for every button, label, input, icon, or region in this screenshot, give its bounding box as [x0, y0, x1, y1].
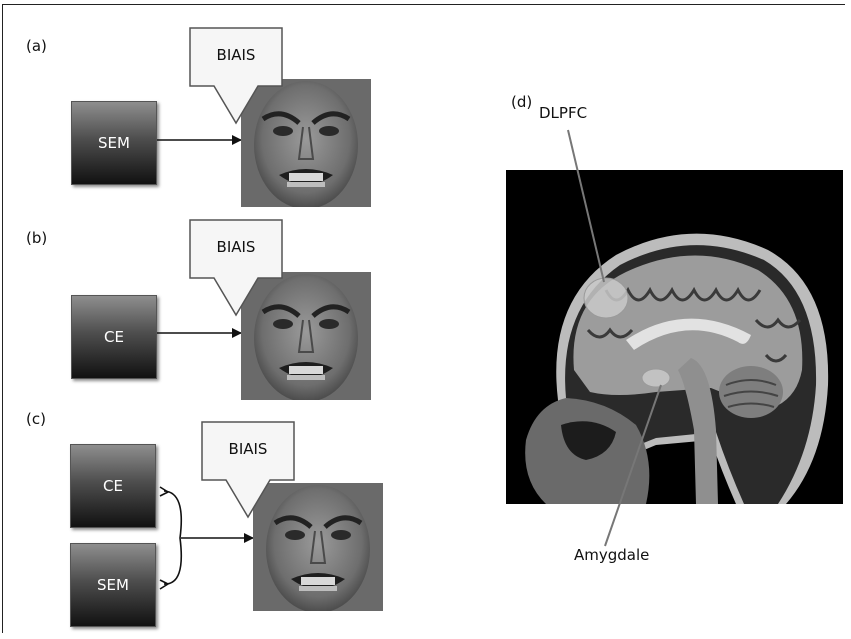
bias-label-b: BIAIS — [216, 238, 256, 256]
angry-face-image-a — [241, 79, 371, 207]
sem-box-a: SEM — [71, 101, 157, 185]
bias-arrow-c — [201, 421, 295, 519]
sem-box-c: SEM — [70, 543, 156, 627]
panel-label-a: (a) — [26, 37, 47, 55]
angry-face-image-c — [253, 483, 383, 611]
bias-label-c: BIAIS — [228, 440, 268, 458]
angry-face-image-b — [241, 272, 371, 400]
bias-arrow-b — [189, 219, 283, 317]
dlpfc-label: DLPFC — [539, 104, 588, 122]
amygdale-label: Amygdale — [574, 546, 650, 564]
panel-label-b: (b) — [26, 229, 48, 247]
bias-label-a: BIAIS — [216, 46, 256, 64]
bias-arrow-a — [189, 27, 283, 125]
figure-frame — [2, 4, 845, 633]
panel-label-c: (c) — [26, 410, 46, 428]
panel-label-d: (d) — [511, 93, 533, 111]
brain-mri-image — [506, 170, 843, 504]
ce-box-c: CE — [70, 444, 156, 528]
ce-box-b: CE — [71, 295, 157, 379]
